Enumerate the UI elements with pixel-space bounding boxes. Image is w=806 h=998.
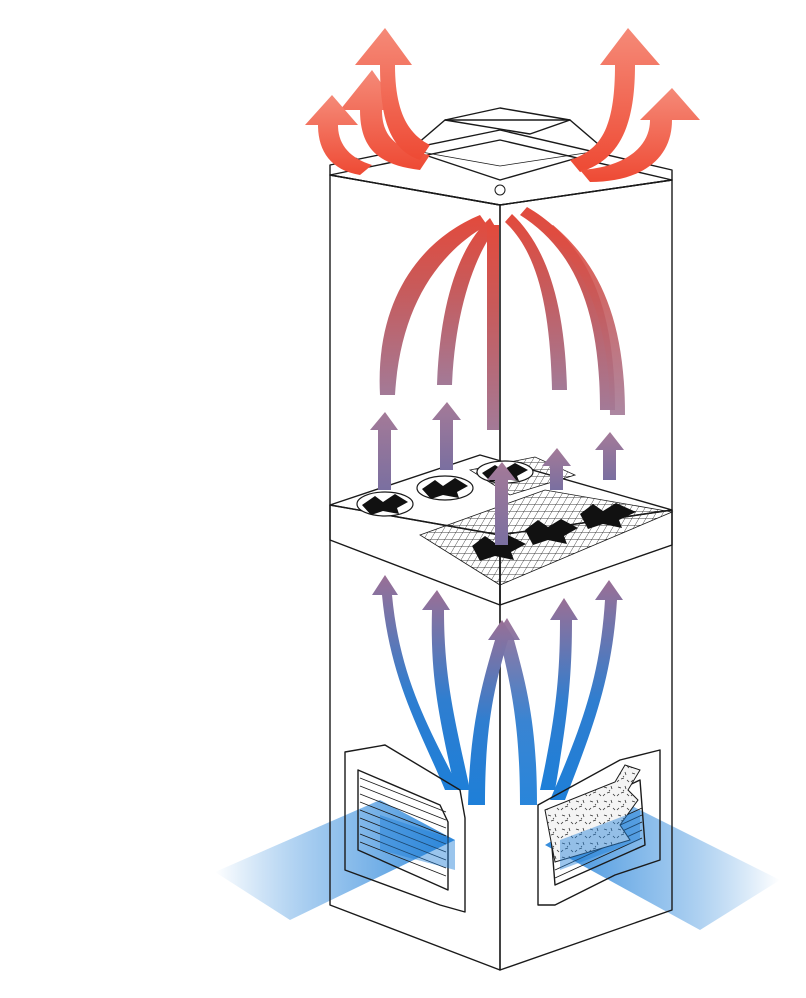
intake-arrow-6 [550,580,623,800]
lower-intake-arrows [372,575,623,805]
fan-arrow-2 [432,402,461,470]
fan-1-icon [356,491,414,517]
exhaust-arrows [305,28,700,182]
intake-arrow-1 [372,575,460,790]
fan-4-icon [472,535,526,561]
intake-arrow-5 [540,598,578,790]
fan-arrow-1 [370,412,398,490]
exhaust-arrow-2 [355,28,430,160]
exhaust-arrow-1 [340,70,430,170]
upper-chamber-arrows [379,207,625,430]
front-left-intake-louver [344,744,466,913]
intake-arrow-4 [493,618,537,805]
intake-arrow-2 [422,590,470,790]
upper-arrow-4 [505,214,567,390]
upper-arrow-3 [487,225,499,430]
fan-arrow-5 [487,462,516,545]
intake-arrow-3 [468,620,515,805]
exhaust-arrow-3 [570,28,660,172]
fan-arrow-4 [595,432,624,480]
exhaust-arrow-4 [580,88,700,182]
fan-5-icon [525,519,578,545]
exhaust-arrow-5 [305,95,372,175]
fan-6-icon [580,503,636,529]
upper-arrow-2 [437,218,496,385]
fan-outlet-arrows [370,402,624,545]
fan-arrow-3 [542,448,571,490]
front-right-intake-filter [537,749,661,906]
upper-arrow-1 [379,215,487,395]
fan-2-icon [416,475,474,501]
upper-arrow-6 [545,225,625,415]
intake-beam-left [215,800,455,920]
